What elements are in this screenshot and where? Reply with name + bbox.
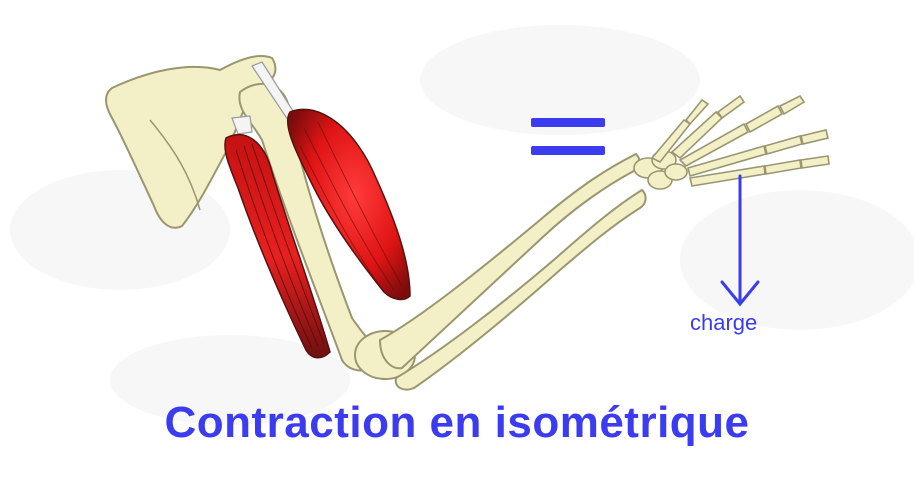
- equals-sign-icon: [531, 118, 605, 155]
- diagram-title: Contraction en isométrique: [0, 398, 914, 448]
- ulna-bone: [380, 154, 639, 368]
- radius-bone: [396, 190, 646, 390]
- load-label: charge: [690, 310, 757, 336]
